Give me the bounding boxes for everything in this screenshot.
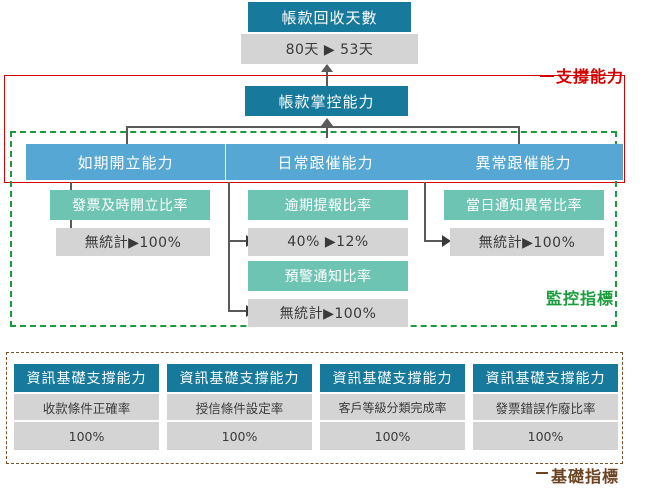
foundation-indicator-region bbox=[6, 352, 623, 464]
control-node-header: 帳款掌控能力 bbox=[245, 86, 408, 116]
foundation-value-4: 100% bbox=[473, 422, 618, 450]
foundation-header-4: 資訊基礎支撐能力 bbox=[473, 364, 618, 392]
support-leader-line bbox=[540, 75, 554, 77]
metric-header-1-1: 發票及時開立比率 bbox=[50, 190, 210, 220]
foundation-value-1: 100% bbox=[14, 422, 159, 450]
connector-control-to-top bbox=[326, 72, 328, 86]
foundation-name-3: 客戶等級分類完成率 bbox=[320, 394, 465, 420]
arrow-capability-to-control-icon bbox=[321, 118, 333, 126]
foundation-value-2: 100% bbox=[167, 422, 312, 450]
top-node-header: 帳款回收天數 bbox=[248, 2, 411, 32]
metric-header-3-1: 當日通知異常比率 bbox=[444, 190, 604, 220]
arrow-col3-m1-icon bbox=[442, 235, 451, 247]
connector-drop-col3 bbox=[424, 182, 426, 242]
capability-box-3: 異常跟催能力 bbox=[424, 144, 623, 180]
metric-header-2-1: 逾期提報比率 bbox=[248, 190, 408, 220]
metric-value-1-1: 無統計▶100% bbox=[56, 228, 210, 256]
capability-box-2: 日常跟催能力 bbox=[226, 144, 425, 180]
foundation-header-3: 資訊基礎支撐能力 bbox=[320, 364, 465, 392]
support-capability-region bbox=[4, 75, 625, 183]
foundation-leader-line bbox=[536, 472, 548, 474]
foundation-header-2: 資訊基礎支撐能力 bbox=[167, 364, 312, 392]
metric-value-2-2: 無統計▶100% bbox=[248, 299, 408, 327]
metric-header-2-2: 預警通知比率 bbox=[248, 261, 408, 291]
foundation-name-1: 收款條件正確率 bbox=[14, 394, 159, 420]
metric-value-2-1: 40% ▶12% bbox=[248, 228, 408, 256]
annotation-support: 支撐能力 bbox=[556, 67, 625, 86]
connector-branch-col2-m2 bbox=[228, 310, 248, 312]
connector-stub-capability-1 bbox=[126, 126, 128, 144]
arrow-control-to-top-icon bbox=[321, 64, 333, 72]
foundation-header-1: 資訊基礎支撐能力 bbox=[14, 364, 159, 392]
connector-drop-col2 bbox=[228, 182, 230, 312]
connector-capability-to-control bbox=[326, 126, 328, 138]
connector-branch-col3-m1 bbox=[424, 240, 444, 242]
connector-branch-col2-m1 bbox=[228, 240, 248, 242]
foundation-name-2: 授信條件設定率 bbox=[167, 394, 312, 420]
top-node-value: 80天 ▶ 53天 bbox=[241, 34, 418, 64]
connector-capability-bus bbox=[126, 126, 520, 128]
annotation-foundation: 基礎指標 bbox=[551, 467, 620, 486]
capability-box-1: 如期開立能力 bbox=[26, 144, 225, 180]
annotation-monitor: 監控指標 bbox=[546, 289, 615, 308]
foundation-value-3: 100% bbox=[320, 422, 465, 450]
connector-stub-capability-3 bbox=[518, 126, 520, 144]
foundation-name-4: 發票錯誤作廢比率 bbox=[473, 394, 618, 420]
metric-value-3-1: 無統計▶100% bbox=[450, 228, 604, 256]
